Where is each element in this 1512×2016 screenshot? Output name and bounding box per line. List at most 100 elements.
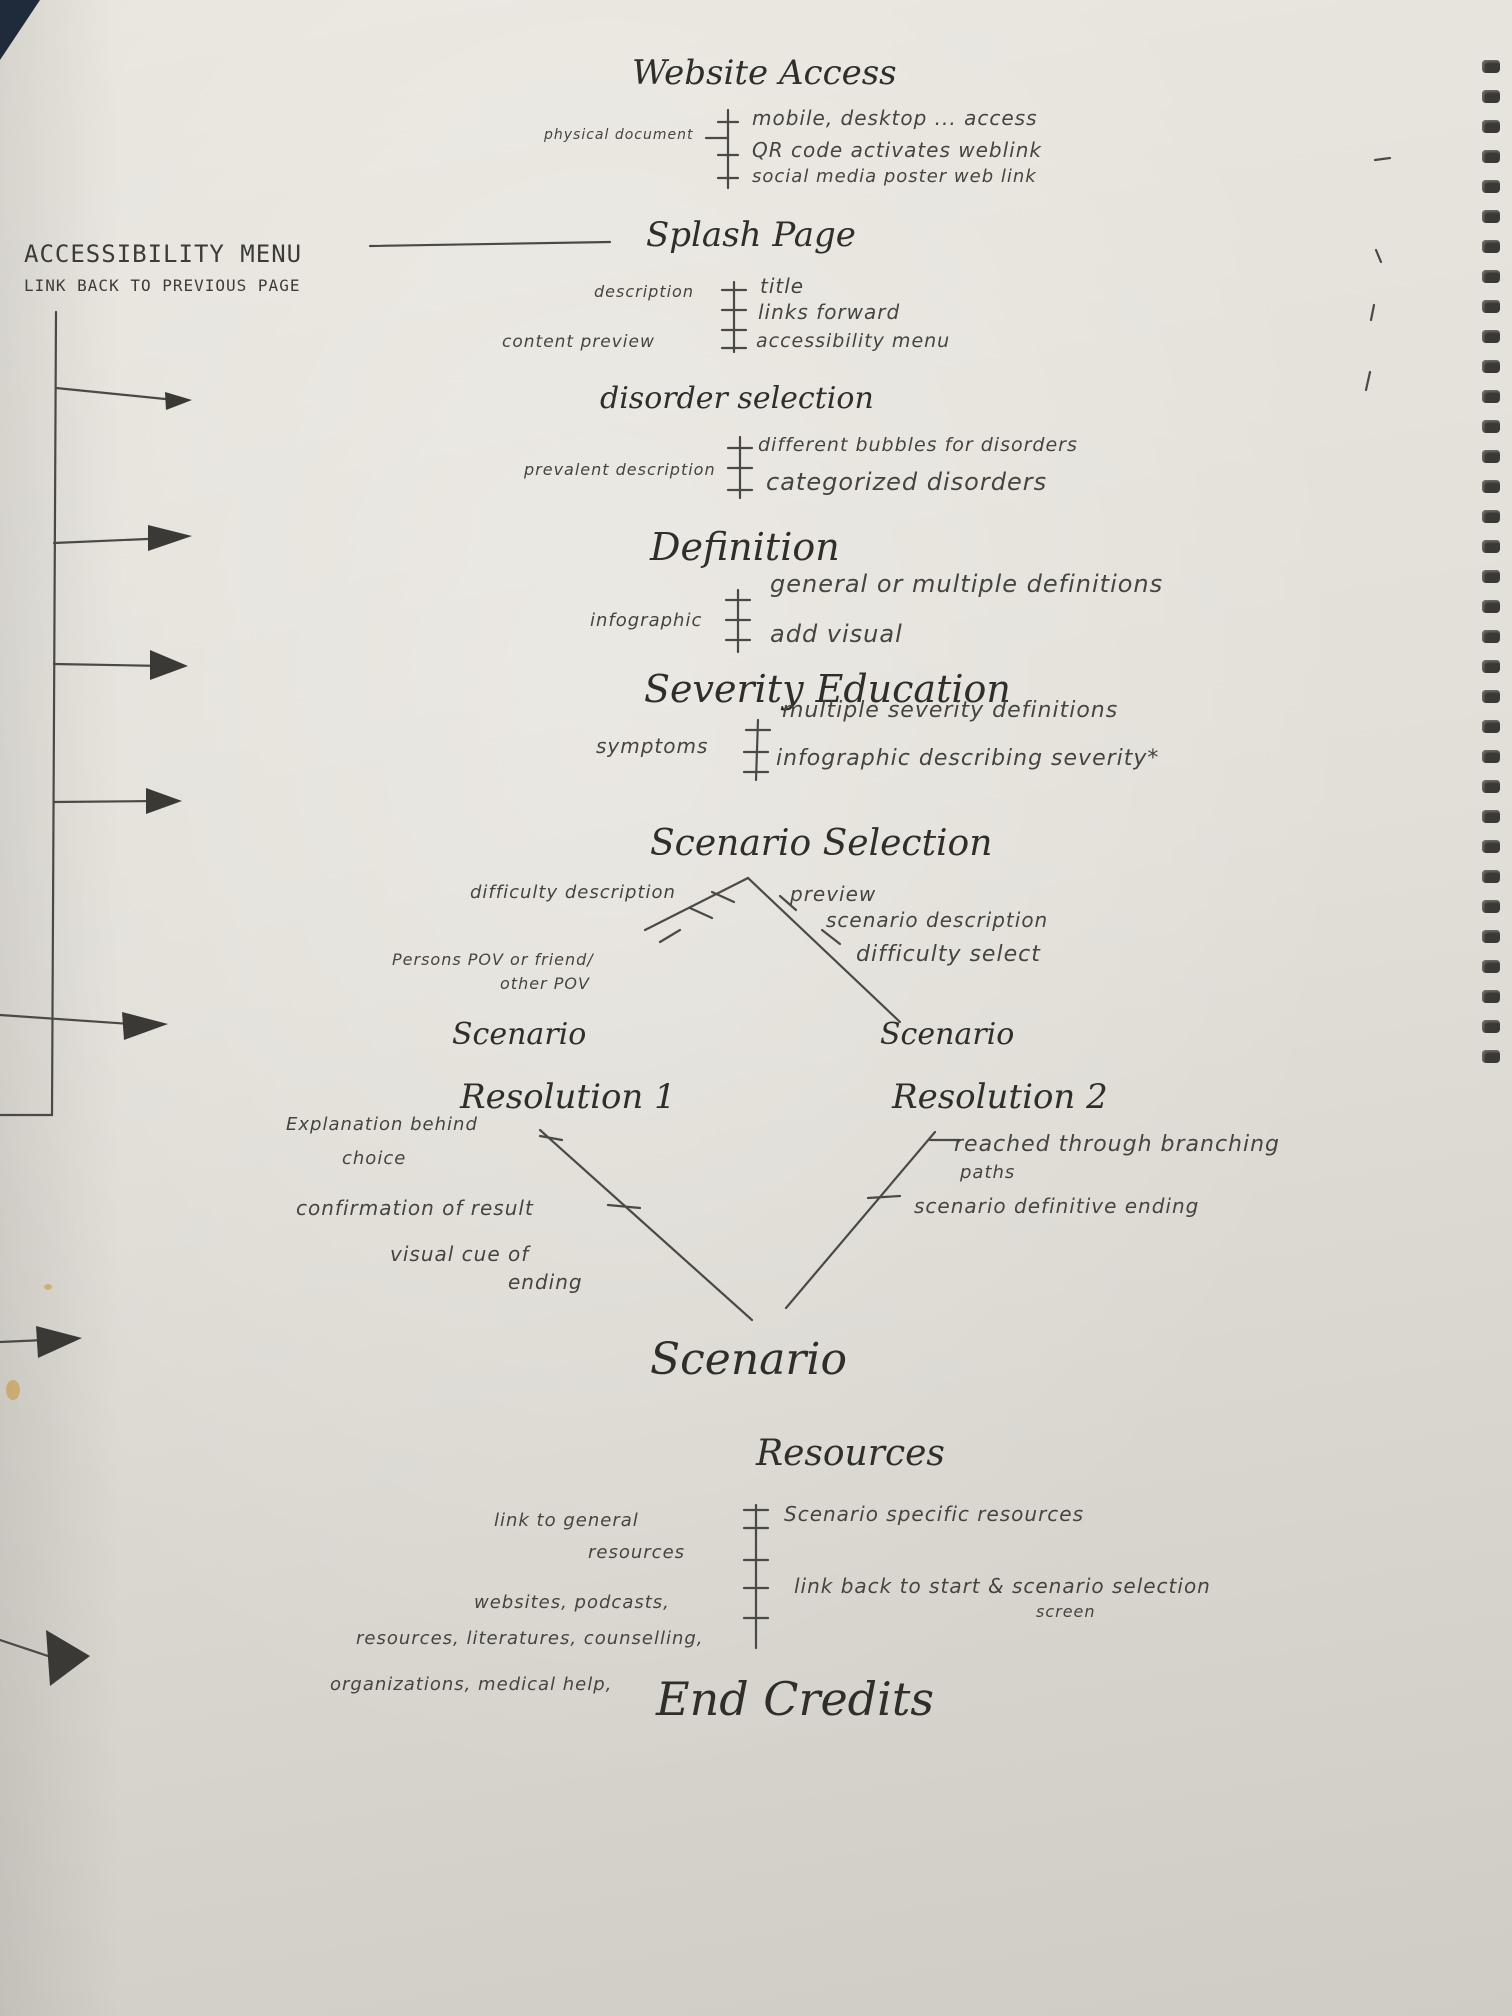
scenario-selection-left: difficulty description [470, 882, 676, 903]
severity-right-item: multiple severity definitions [782, 698, 1119, 723]
spiral-ring [1482, 510, 1500, 523]
disorder-right-item: different bubbles for disorders [758, 434, 1078, 456]
splash-right-item: links forward [758, 300, 901, 324]
scenario-selection-title: Scenario Selection [650, 823, 993, 864]
spiral-ring [1482, 330, 1500, 343]
spiral-ring [1482, 780, 1500, 793]
resolution1-note: ending [508, 1270, 583, 1294]
resolution2-title-line2: Resolution 2 [892, 1077, 1108, 1117]
spiral-ring [1482, 1020, 1500, 1033]
severity-education-title: Severity Education [644, 667, 1011, 711]
spiral-ring [1482, 1050, 1500, 1063]
spiral-ring [1482, 810, 1500, 823]
definition-right-item: add visual [770, 620, 903, 648]
arrow-head [46, 1630, 90, 1686]
resources-right: Scenario specific resources [784, 1502, 1085, 1526]
arrow-line [52, 799, 162, 804]
arrow-head [148, 525, 192, 551]
resources-left: websites, podcasts, [474, 1592, 670, 1613]
end-credits-title: End Credits [656, 1672, 934, 1726]
website-access-title: Website Access [632, 53, 897, 93]
splash-left-item: description [594, 282, 694, 301]
disorder-left: prevalent description [524, 460, 716, 479]
arrow-line [52, 662, 167, 668]
spiral-ring [1482, 210, 1500, 223]
scenario-selection-left: Persons POV or friend/ [392, 950, 594, 969]
resolution1-note: confirmation of result [296, 1196, 534, 1220]
disorder-selection-title: disorder selection [600, 381, 874, 416]
definition-right-item: general or multiple definitions [770, 570, 1164, 598]
resources-left: resources [588, 1542, 686, 1563]
spiral-ring [1482, 60, 1500, 73]
spiral-ring [1482, 360, 1500, 373]
scenario-selection-right: difficulty select [856, 942, 1041, 967]
link-back-label: LINK BACK TO PREVIOUS PAGE [24, 276, 301, 295]
resolution2-title-line1: Scenario [880, 1017, 1015, 1052]
severity-left: symptoms [596, 734, 709, 758]
splash-page-title: Splash Page [646, 215, 856, 255]
stain-mark [6, 1380, 20, 1400]
spiral-ring [1482, 690, 1500, 703]
arrow-head [36, 1326, 82, 1358]
resolution1-note: choice [342, 1148, 407, 1169]
severity-right-item: infographic describing severity* [776, 746, 1160, 771]
spiral-ring [1482, 180, 1500, 193]
definition-title: Definition [650, 525, 840, 569]
spiral-ring [1482, 750, 1500, 763]
stain-mark [44, 1284, 52, 1290]
spiral-ring [1482, 900, 1500, 913]
website-access-item: QR code activates weblink [752, 138, 1042, 162]
scenario-selection-right: preview [790, 882, 877, 906]
website-access-item: social media poster web link [752, 166, 1037, 187]
splash-right-item: title [760, 274, 805, 298]
spiral-ring [1482, 660, 1500, 673]
spiral-ring [1482, 300, 1500, 313]
spiral-ring [1482, 150, 1500, 163]
spiral-ring [1482, 120, 1500, 133]
spiral-ring [1482, 570, 1500, 583]
spiral-ring [1482, 720, 1500, 733]
resources-title-line2: Resources [756, 1433, 945, 1474]
resources-title-line1: Scenario [650, 1334, 847, 1385]
resources-right: screen [1036, 1602, 1096, 1621]
disorder-right-item: categorized disorders [766, 468, 1048, 496]
resolution2-note: scenario definitive ending [914, 1194, 1200, 1218]
spiral-ring [1482, 840, 1500, 853]
resources-left: resources, literatures, counselling, [356, 1628, 704, 1649]
resolution2-note: reached through branching [954, 1132, 1281, 1157]
spiral-ring [1482, 630, 1500, 643]
arrow-head [150, 650, 188, 680]
accessibility-connector [368, 240, 612, 248]
spiral-ring [1482, 930, 1500, 943]
splash-left-item: content preview [502, 332, 655, 352]
spiral-ring [1482, 420, 1500, 433]
resources-right: link back to start & scenario selection [794, 1574, 1211, 1598]
resolution1-title-line2: Resolution 1 [460, 1077, 676, 1117]
arrow-head [146, 788, 182, 814]
arrow-head [165, 392, 192, 410]
scenario-selection-left: other POV [500, 974, 590, 993]
spiral-ring [1482, 870, 1500, 883]
spiral-ring [1482, 240, 1500, 253]
resources-left: organizations, medical help, [330, 1674, 613, 1695]
spiral-ring [1482, 990, 1500, 1003]
website-access-item: mobile, desktop ... access [752, 106, 1038, 130]
resolution1-note: visual cue of [390, 1242, 530, 1266]
arrow-head [122, 1012, 168, 1040]
spiral-ring [1482, 600, 1500, 613]
spiral-ring [1482, 390, 1500, 403]
arrow-line [0, 1013, 147, 1027]
spiral-ring [1482, 90, 1500, 103]
scenario-selection-right: scenario description [826, 908, 1049, 932]
spiral-ring [1482, 540, 1500, 553]
resolution2-note: paths [960, 1162, 1016, 1183]
spiral-ring [1482, 270, 1500, 283]
website-access-left: physical document [544, 127, 694, 143]
definition-left: infographic [590, 610, 703, 631]
accessibility-menu-label: ACCESSIBILITY MENU [24, 240, 303, 268]
accessibility-spine [0, 310, 58, 1117]
spiral-ring [1482, 480, 1500, 493]
resolution1-note: Explanation behind [286, 1114, 478, 1135]
